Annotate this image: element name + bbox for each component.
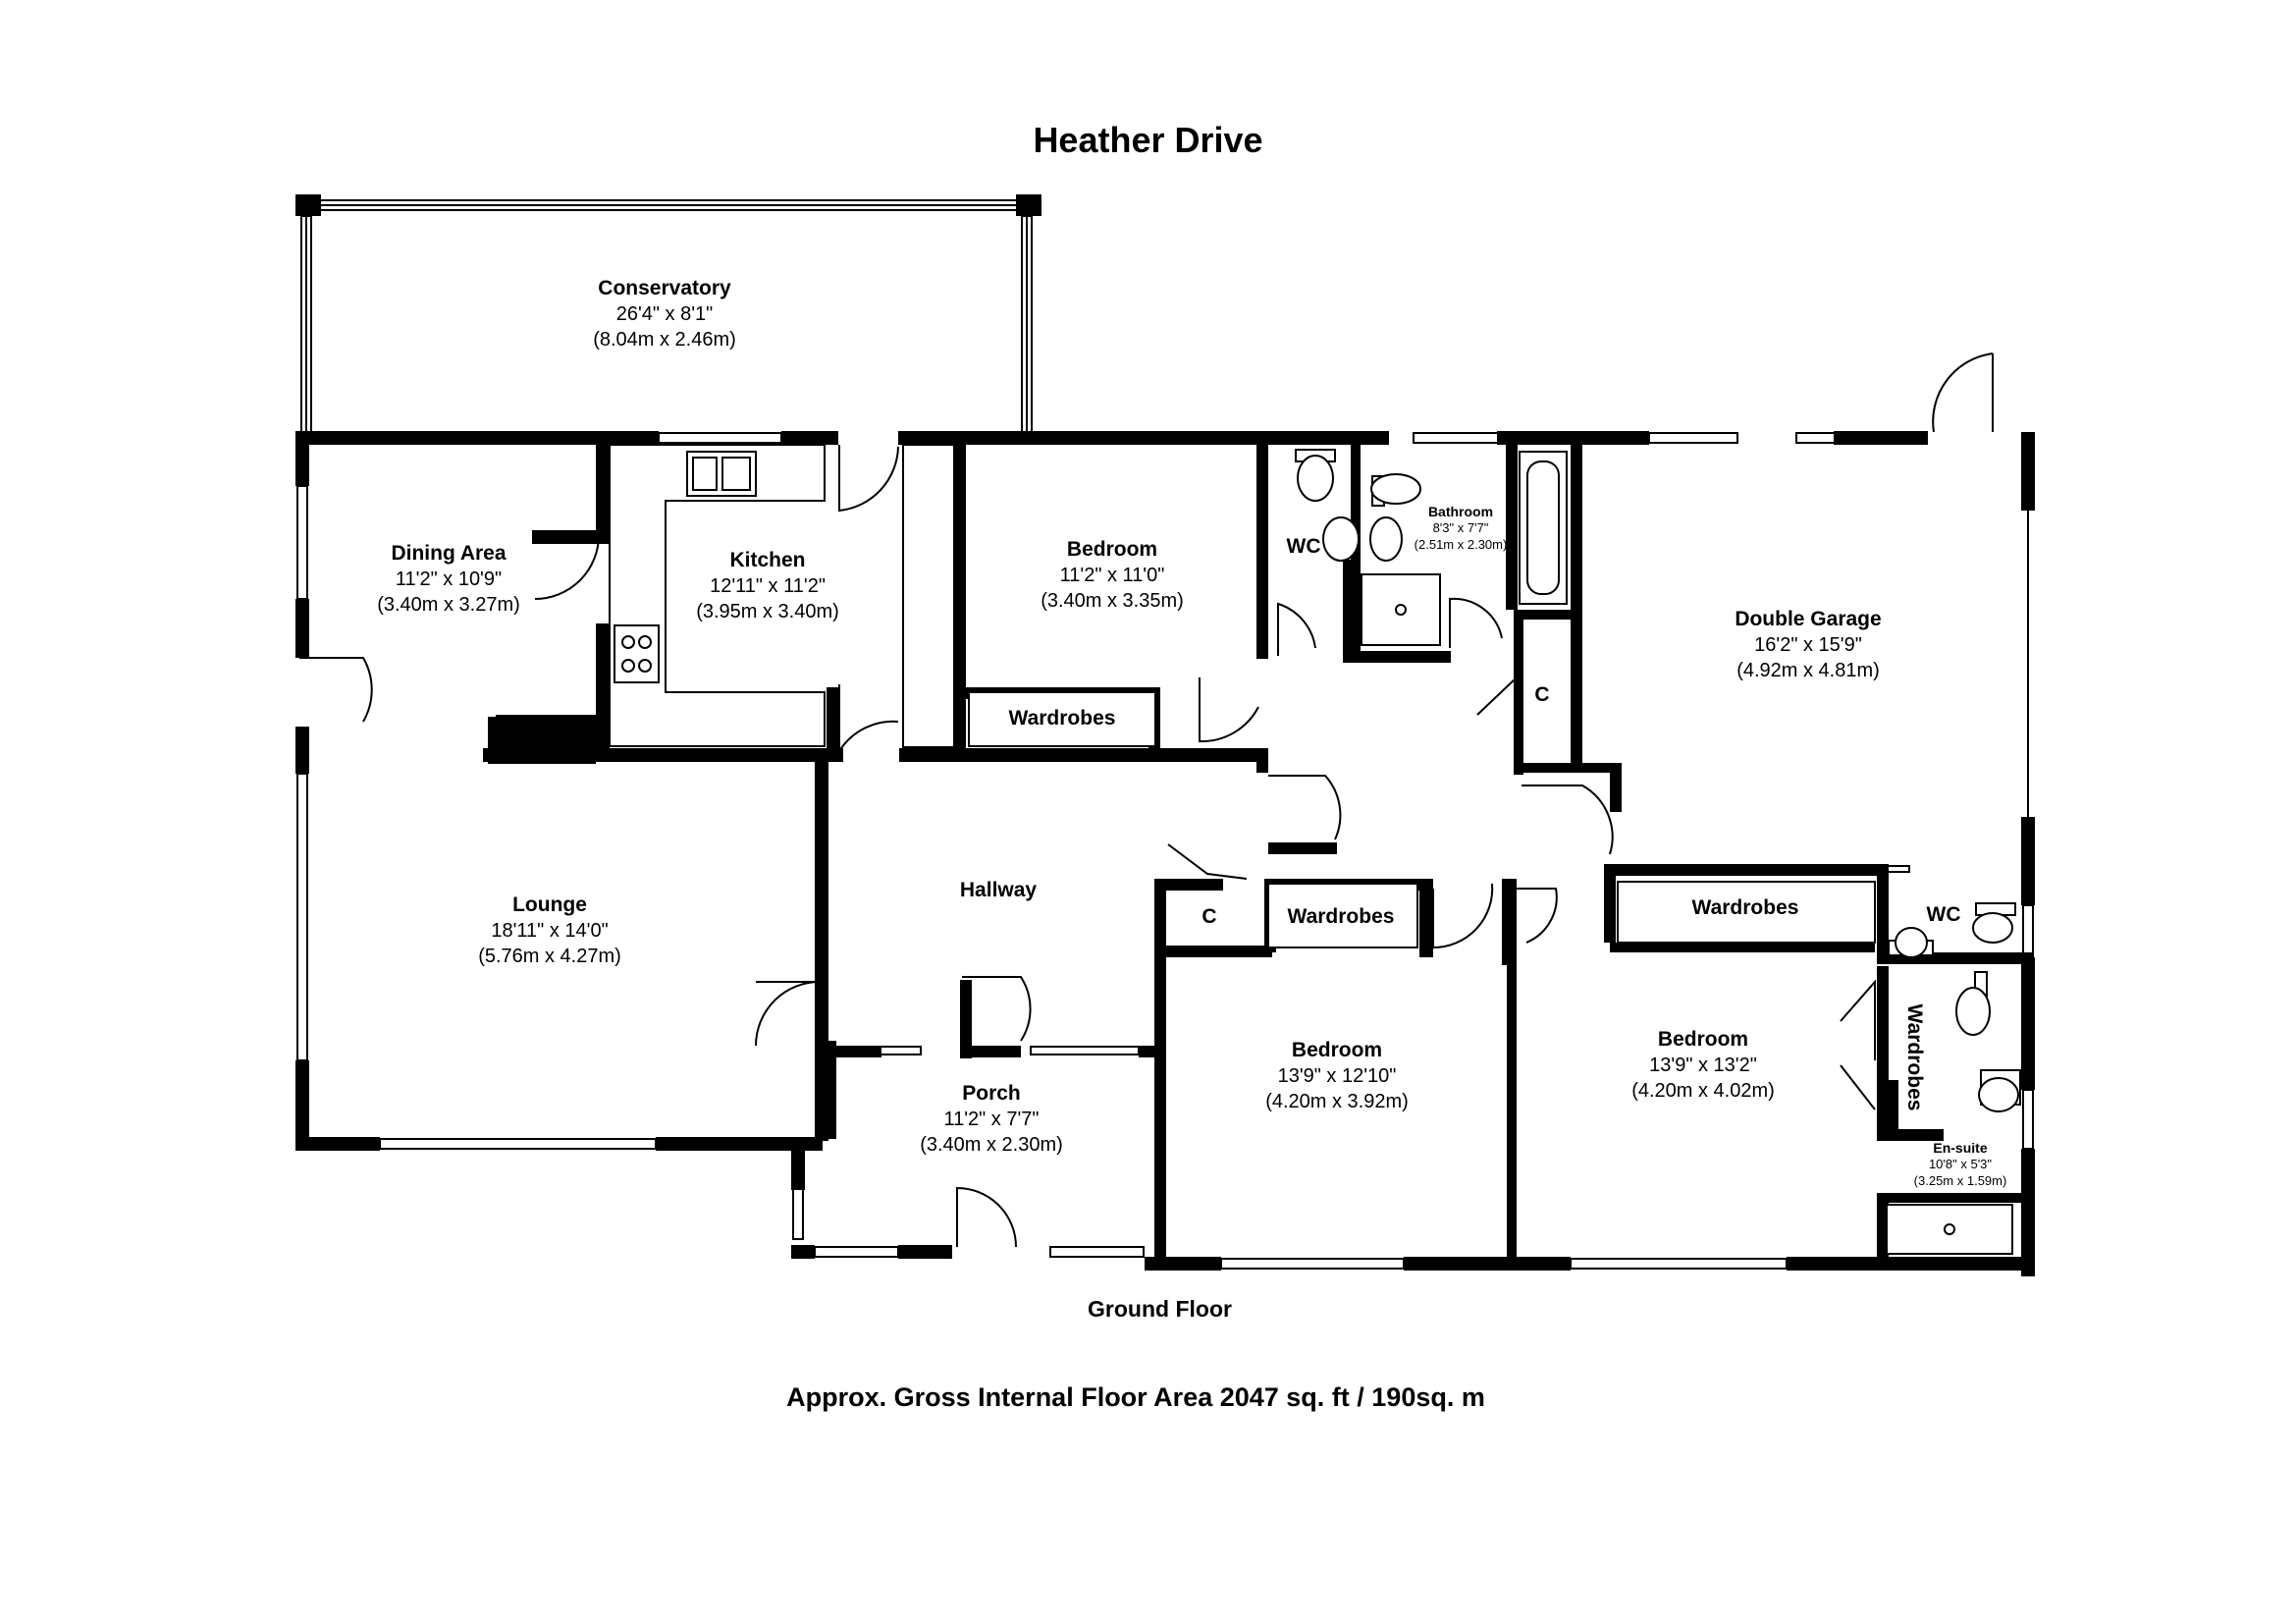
wardrobes-label: Wardrobes [1903,1003,1926,1111]
room-metric: (4.20m x 4.02m) [1631,1080,1775,1103]
room-imperial: 13'9" x 12'10" [1277,1065,1397,1088]
room-conservatory: Conservatory 26'4" x 8'1" (8.04m x 2.46m… [593,275,736,352]
wardrobes-label: Wardrobes [1287,905,1395,928]
room-imperial: 8'3" x 7'7" [1432,520,1489,536]
room-double-garage: Double Garage 16'2" x 15'9" (4.92m x 4.8… [1735,606,1881,683]
room-metric: (3.40m x 2.30m) [920,1134,1063,1157]
room-metric: (3.25m x 1.59m) [1913,1173,2007,1189]
room-metric: (2.51m x 2.30m) [1414,537,1508,553]
room-bedroom-3: Bedroom 13'9" x 13'2" (4.20m x 4.02m) [1631,1026,1775,1104]
room-name: Bedroom [1657,1028,1749,1051]
room-name: Bathroom [1427,504,1494,519]
door-swings [299,352,1994,1248]
room-name: Conservatory [598,277,731,299]
wc-label: WC [1286,535,1321,558]
room-imperial: 12'11" x 11'2" [710,575,826,598]
room-dining-area: Dining Area 11'2" x 10'9" (3.40m x 3.27m… [377,540,520,618]
windows [296,199,2034,1270]
room-name: Bedroom [1066,538,1158,561]
room-metric: (4.92m x 4.81m) [1736,660,1880,682]
room-metric: (4.20m x 3.92m) [1265,1091,1409,1113]
wc-label: WC [1926,903,1961,926]
room-imperial: 10'8" x 5'3" [1928,1157,1993,1172]
cupboard-label: C [1201,905,1217,928]
room-imperial: 13'9" x 13'2" [1649,1055,1757,1077]
room-metric: (3.40m x 3.27m) [377,594,520,617]
room-metric: (5.76m x 4.27m) [478,946,621,968]
room-metric: (3.40m x 3.35m) [1041,590,1184,613]
room-hallway: Hallway [960,877,1037,903]
room-imperial: 18'11" x 14'0" [491,920,609,943]
wardrobes-label: Wardrobes [1008,707,1116,730]
room-bathroom: Bathroom 8'3" x 7'7" (2.51m x 2.30m) [1415,503,1508,554]
room-metric: (8.04m x 2.46m) [593,329,736,352]
room-name: Double Garage [1735,608,1882,630]
wardrobes-label: Wardrobes [1691,896,1799,919]
room-name: Bedroom [1291,1039,1383,1061]
room-lounge: Lounge 18'11" x 14'0" (5.76m x 4.27m) [478,892,621,969]
room-metric: (3.95m x 3.40m) [696,601,839,623]
room-name: En-suite [1933,1140,1988,1156]
room-imperial: 11'2" x 7'7" [943,1109,1040,1131]
room-porch: Porch 11'2" x 7'7" (3.40m x 2.30m) [920,1080,1063,1158]
walls [295,194,2035,1276]
room-name: Lounge [512,893,587,916]
plan-title: Heather Drive [1033,120,1263,160]
room-imperial: 26'4" x 8'1" [615,303,714,326]
room-bedroom-1: Bedroom 11'2" x 11'0" (3.40m x 3.35m) [1041,536,1184,614]
room-kitchen: Kitchen 12'11" x 11'2" (3.95m x 3.40m) [696,547,839,624]
room-bedroom-2: Bedroom 13'9" x 12'10" (4.20m x 3.92m) [1265,1037,1409,1114]
room-imperial: 11'2" x 11'0" [1059,565,1165,587]
cupboard-label: C [1534,683,1550,706]
fixtures [609,444,2021,1255]
floor-label: Ground Floor [1088,1296,1232,1322]
area-summary: Approx. Gross Internal Floor Area 2047 s… [786,1382,1485,1412]
room-imperial: 16'2" x 15'9" [1754,634,1862,657]
room-name: Dining Area [391,542,507,565]
room-name: Porch [962,1082,1021,1105]
room-imperial: 11'2" x 10'9" [395,568,503,591]
room-name: Kitchen [729,549,806,571]
room-en-suite: En-suite 10'8" x 5'3" (3.25m x 1.59m) [1914,1139,2007,1190]
room-name: Hallway [959,879,1038,901]
